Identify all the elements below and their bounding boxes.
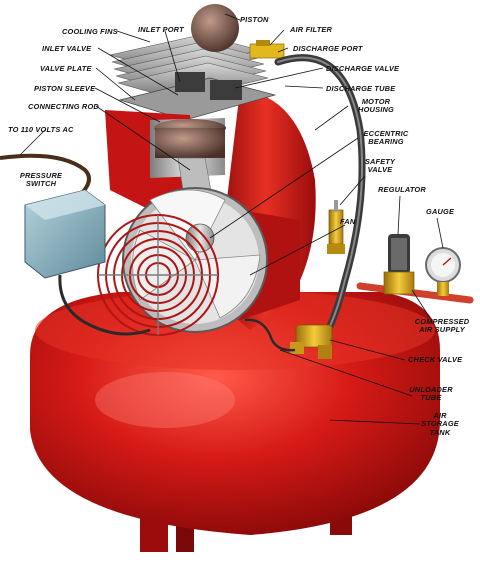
leader-lines: [19, 13, 444, 425]
supply-hose: [356, 282, 474, 304]
regulator: [383, 234, 415, 295]
label-unloader-tube: UNLOADER TUBE: [409, 385, 453, 403]
piston: [155, 128, 225, 158]
label-motor-housing: MOTOR HOUSING: [358, 97, 394, 115]
label-cooling-fins: COOLING FINS: [62, 27, 118, 36]
pressure-switch: [24, 189, 106, 279]
label-gauge: GAUGE: [426, 207, 455, 216]
label-compressed-air-supply: COMPRESSED AIR SUPPLY: [414, 317, 470, 335]
label-piston: PISTON: [240, 15, 269, 24]
discharge-chamber: [210, 80, 242, 100]
air-filter: [249, 43, 285, 59]
fan-blade: [149, 189, 226, 261]
label-air-filter: AIR FILTER: [290, 25, 333, 34]
pressure-gauge: [425, 247, 461, 296]
label-discharge-port: DISCHARGE PORT: [293, 44, 363, 53]
label-check-valve: CHECK VALVE: [408, 355, 463, 364]
label-connecting-rod: CONNECTING ROD: [28, 102, 99, 111]
label-inlet-port: INLET PORT: [138, 25, 184, 34]
label-pressure-switch: PRESSURE SWITCH: [19, 171, 63, 189]
label-valve-plate: VALVE PLATE: [40, 64, 92, 73]
unloader-tube: [244, 318, 296, 352]
power-cord: [0, 153, 91, 197]
fan-guard-spokes: [98, 215, 218, 335]
label-air-storage-tank: AIR STORAGE TANK: [421, 411, 459, 437]
label-safety-valve: SAFETY VALVE: [364, 157, 396, 175]
fan-blade: [194, 254, 261, 319]
inlet-port-chamber: [175, 72, 205, 92]
label-to-110-volts: TO 110 VOLTS AC: [8, 125, 74, 134]
label-discharge-tube: DISCHARGE TUBE: [326, 84, 396, 93]
label-regulator: REGULATOR: [378, 185, 426, 194]
switch-wire: [58, 274, 151, 336]
pump-head: [105, 4, 285, 236]
air-filter-cap: [256, 40, 270, 46]
eccentric-bearing: [185, 223, 215, 253]
tank-shine: [95, 372, 235, 428]
piston-dome: [191, 4, 239, 52]
label-inlet-valve: INLET VALVE: [42, 44, 92, 53]
label-discharge-valve: DISCHARGE VALVE: [326, 64, 400, 73]
label-eccentric-bearing: ECCENTRIC BEARING: [363, 129, 409, 147]
label-piston-sleeve: PISTON SLEEVE: [34, 84, 96, 93]
air-storage-tank: [30, 290, 440, 552]
label-fan: FAN: [340, 217, 356, 226]
check-valve: [290, 324, 333, 359]
safety-valve: [327, 200, 345, 254]
